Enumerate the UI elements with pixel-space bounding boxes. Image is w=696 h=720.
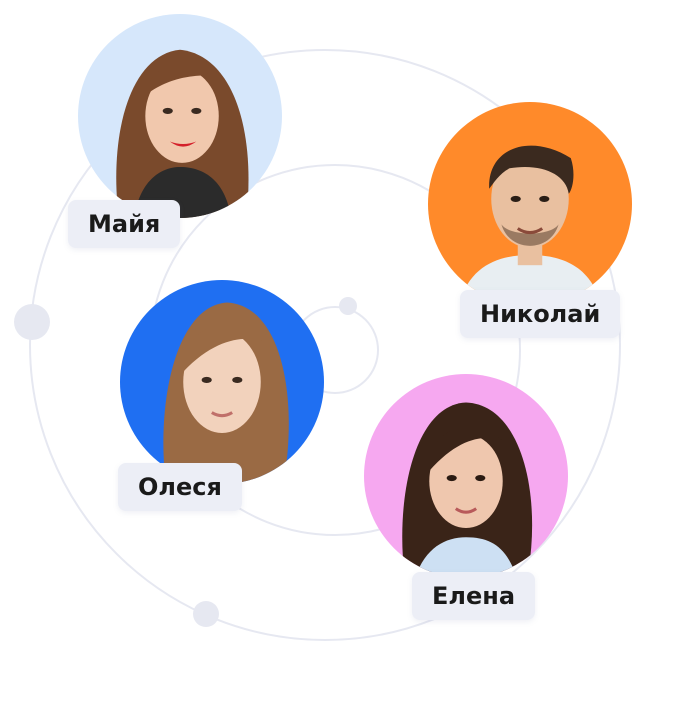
name-tag-elena: Елена	[412, 572, 536, 620]
avatar-elena	[364, 374, 568, 578]
orbit-dot-bottom	[193, 601, 219, 627]
name-tag-olesya: Олеся	[118, 463, 242, 511]
portrait-mayya	[78, 14, 282, 218]
avatar-nikolay	[428, 102, 632, 306]
portrait-olesya	[120, 280, 324, 484]
orbit-outer	[29, 49, 621, 641]
name-tag-mayya: Майя	[68, 200, 181, 248]
orbit-dot-left	[14, 304, 50, 340]
avatar-mayya	[78, 14, 282, 218]
orbit-dot-inner	[339, 297, 357, 315]
portrait-elena	[364, 374, 568, 578]
portrait-nikolay	[428, 102, 632, 306]
name-tag-nikolay: Николай	[460, 290, 621, 338]
avatar-olesya	[120, 280, 324, 484]
